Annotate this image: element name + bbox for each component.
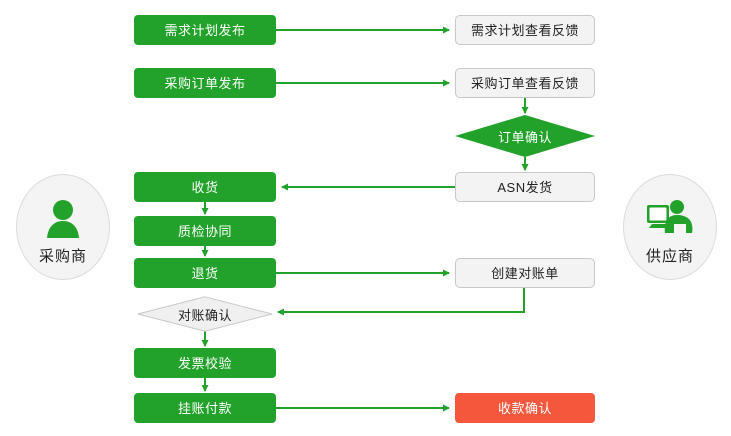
actor-supplier[interactable]: 供应商 <box>623 174 717 280</box>
node-accrual-payment[interactable]: 挂账付款 <box>134 393 276 423</box>
node-label: 发票校验 <box>177 355 232 371</box>
node-statement-confirm[interactable]: 对账确认 <box>137 296 273 332</box>
node-demand-plan-feedback[interactable]: 需求计划查看反馈 <box>455 15 595 45</box>
node-quality-collab[interactable]: 质检协同 <box>134 216 276 246</box>
person-at-computer-icon <box>643 189 697 239</box>
node-label: 订单确认 <box>497 129 552 145</box>
person-icon <box>36 189 90 239</box>
node-label: 需求计划查看反馈 <box>470 22 579 38</box>
node-label: ASN发货 <box>497 179 553 195</box>
node-order-confirm[interactable]: 订单确认 <box>455 115 595 157</box>
node-label: 采购订单发布 <box>164 75 246 91</box>
node-invoice-check[interactable]: 发票校验 <box>134 348 276 378</box>
node-receive-goods[interactable]: 收货 <box>134 172 276 202</box>
node-payment-confirm[interactable]: 收款确认 <box>455 393 595 423</box>
actor-supplier-label: 供应商 <box>645 247 694 265</box>
node-label: 挂账付款 <box>177 400 232 416</box>
node-label: 退货 <box>191 265 219 281</box>
node-label: 收款确认 <box>497 400 552 416</box>
node-label: 对账确认 <box>177 307 232 323</box>
node-label: 收货 <box>191 179 219 195</box>
actor-buyer-label: 采购商 <box>38 247 87 265</box>
actor-buyer[interactable]: 采购商 <box>16 174 110 280</box>
node-asn-ship[interactable]: ASN发货 <box>455 172 595 202</box>
node-demand-plan-publish[interactable]: 需求计划发布 <box>134 15 276 45</box>
node-label: 创建对账单 <box>491 265 559 281</box>
node-label: 采购订单查看反馈 <box>470 75 579 91</box>
node-label: 质检协同 <box>177 223 232 239</box>
node-po-feedback[interactable]: 采购订单查看反馈 <box>455 68 595 98</box>
node-label: 需求计划发布 <box>164 22 246 38</box>
node-create-statement[interactable]: 创建对账单 <box>455 258 595 288</box>
edge-statement-confirm <box>277 288 525 316</box>
node-po-publish[interactable]: 采购订单发布 <box>134 68 276 98</box>
node-return-goods[interactable]: 退货 <box>134 258 276 288</box>
